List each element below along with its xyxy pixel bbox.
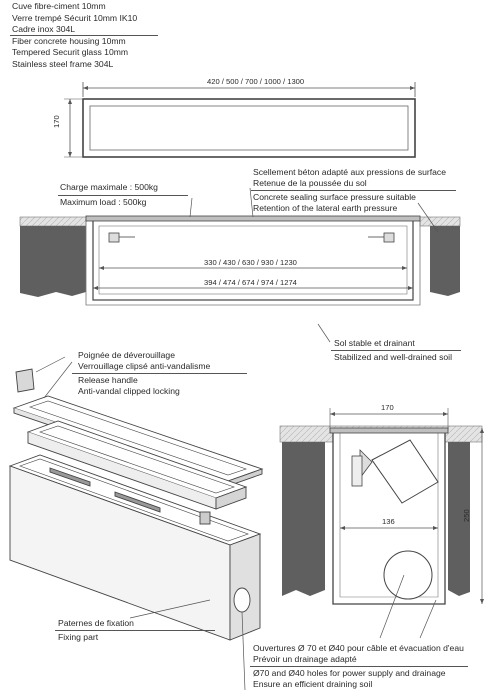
handle-label-fr-1: Poignée de déverouillage [78, 350, 175, 360]
load-label-en: Maximum load : 500kg [60, 197, 147, 207]
spec-divider [10, 35, 158, 36]
cross-height-label: 250 [462, 509, 471, 522]
handle-label-en-2: Anti-vandal clipped locking [78, 386, 180, 396]
fixing-label-fr: Paternes de fixation [58, 618, 134, 628]
spec-frame-en: Stainless steel frame 304L [12, 58, 114, 69]
handle-divider [72, 373, 247, 374]
cross-top-width-label: 170 [381, 403, 394, 412]
spec-frame-fr: Cadre inox 304L [12, 24, 76, 35]
spec-housing-en: Fiber concrete housing 10mm [12, 35, 126, 46]
load-label-fr: Charge maximale : 500kg [60, 182, 158, 192]
spec-glass-fr: Verre trempé Sécurit 10mm IK10 [12, 12, 138, 23]
soil-label-fr: Sol stable et drainant [334, 338, 415, 348]
fixing-divider [55, 630, 215, 631]
top-view-length-label: 420 / 500 / 700 / 1000 / 1300 [207, 77, 305, 86]
handle-label-en-1: Release handle [78, 375, 138, 385]
sealing-label-en-2: Retention of the lateral earth pressure [253, 203, 398, 213]
load-divider [58, 195, 188, 196]
inner-length-label: 330 / 430 / 630 / 930 / 1230 [204, 258, 297, 267]
spec-glass-en: Tempered Securit glass 10mm [12, 47, 129, 58]
sealing-label-en-1: Concrete sealing surface pressure suitab… [253, 192, 416, 202]
fixing-label-en: Fixing part [58, 632, 99, 642]
openings-label-fr-2: Prévoir un drainage adapté [253, 654, 357, 664]
openings-divider [250, 666, 468, 667]
soil-divider [331, 350, 461, 351]
sealing-label-fr-2: Retenue de la poussée du sol [253, 178, 367, 188]
sealing-divider [251, 190, 456, 191]
handle-label-fr-2: Verrouillage clipsé anti-vandalisme [78, 361, 211, 371]
cross-inner-width-label: 136 [382, 517, 395, 526]
sealing-label-fr-1: Scellement béton adapté aux pressions de… [253, 167, 447, 177]
spec-list: Cuve fibre-ciment 10mm Verre trempé Sécu… [12, 1, 137, 71]
outer-length-label: 394 / 474 / 674 / 974 / 1274 [204, 278, 297, 287]
openings-label-en-2: Ensure an efficient draining soil [253, 679, 373, 689]
openings-label-fr-1: Ouvertures Ø 70 et Ø40 pour câble et éva… [253, 643, 464, 653]
soil-label-en: Stabilized and well-drained soil [334, 352, 452, 362]
spec-housing-fr: Cuve fibre-ciment 10mm [12, 1, 106, 11]
openings-label-en-1: Ø70 and Ø40 holes for power supply and d… [253, 668, 446, 678]
